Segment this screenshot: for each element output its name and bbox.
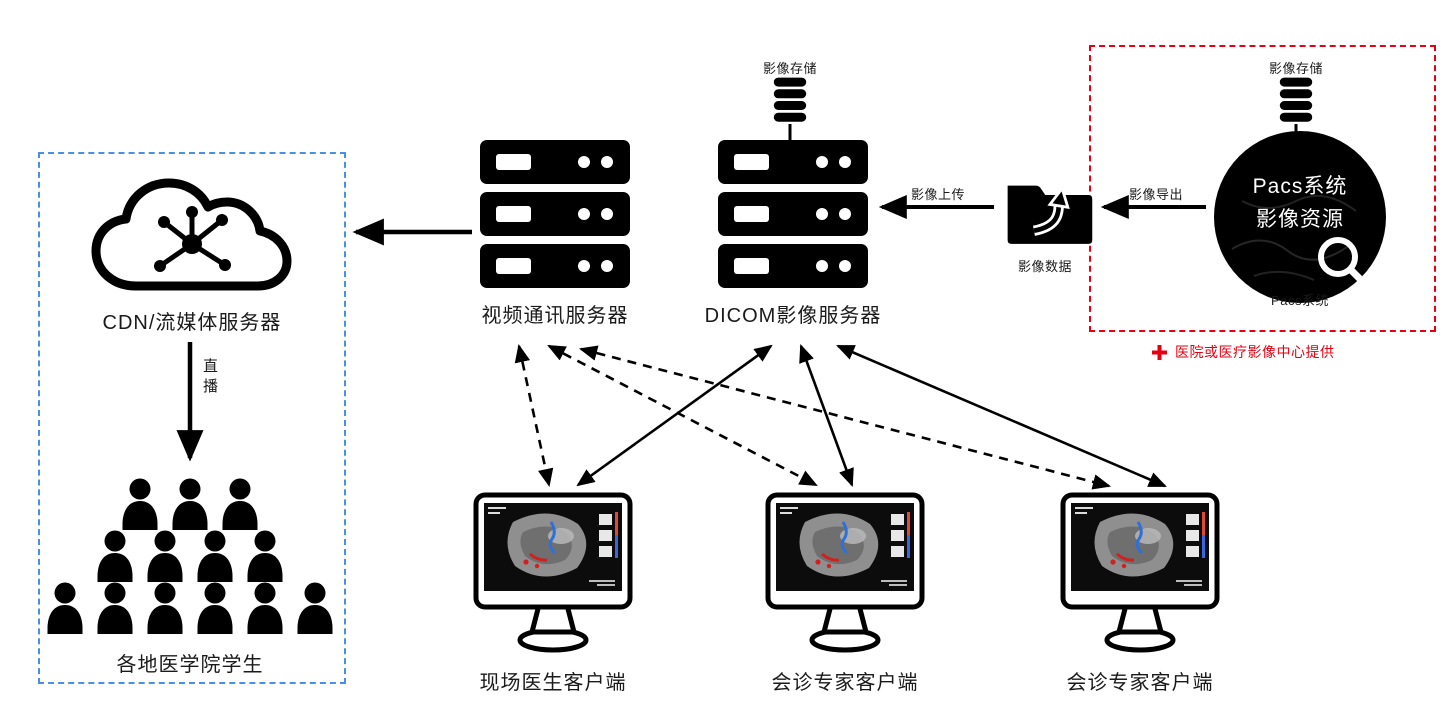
- client3-label: 会诊专家客户端: [1066, 672, 1214, 694]
- provider-note-text: 医院或医疗影像中心提供: [1175, 344, 1335, 360]
- student-icon: [143, 530, 187, 582]
- link-dicom-client2: [799, 344, 854, 487]
- pacs-caption: Pacs系统: [1271, 293, 1329, 308]
- pacs-system-node: Pacs系统 影像资源: [1214, 131, 1386, 303]
- cdn-cloud-icon: [80, 162, 305, 312]
- person-shape: [297, 582, 333, 634]
- cdn-server-label: CDN/流媒体服务器: [102, 312, 282, 334]
- person-shape: [97, 582, 133, 634]
- dicom-server-label: DICOM影像服务器: [704, 305, 882, 327]
- client3-monitor-icon: [1060, 492, 1220, 654]
- pacs-circle-title: Pacs系统: [1252, 175, 1348, 199]
- pacs-texture: [1231, 194, 1357, 281]
- dicom-storage-label: 影像存储: [762, 61, 817, 76]
- client1-monitor-icon: [473, 492, 633, 654]
- student-icon: [118, 478, 162, 530]
- person-shape: [97, 530, 133, 582]
- pacs-storage-label: 影像存储: [1268, 61, 1323, 76]
- student-icon: [93, 530, 137, 582]
- plus-icon: [1152, 344, 1167, 360]
- pacs-storage-icon: [1278, 77, 1314, 125]
- dicom-storage-icon: [772, 77, 808, 125]
- link-video-client2: [547, 344, 818, 487]
- monitor-shape: [473, 492, 633, 653]
- link-dicom-client3: [836, 344, 1167, 488]
- image-data-folder-icon: [1002, 174, 1096, 248]
- pacs-provider-box: [1089, 45, 1436, 332]
- link-video-client1: [514, 343, 554, 488]
- database-icon-shape: [773, 77, 807, 122]
- student-icon: [168, 478, 212, 530]
- student-icon: [243, 582, 287, 634]
- database-icon-shape: [1279, 77, 1313, 122]
- monitor-shape: [765, 492, 925, 653]
- person-shape: [47, 582, 83, 634]
- video-server-label: 视频通讯服务器: [481, 305, 629, 327]
- student-icon: [293, 582, 337, 634]
- dicom-server-icon: [718, 140, 868, 288]
- export-flow-label: 影像导出: [1128, 187, 1183, 202]
- students-row-1: [118, 478, 262, 530]
- student-icon: [143, 582, 187, 634]
- student-icon: [218, 478, 262, 530]
- magnifier-icon: [1318, 237, 1372, 291]
- student-icon: [93, 582, 137, 634]
- provider-note: 医院或医疗影像中心提供: [1152, 342, 1335, 362]
- person-shape: [197, 582, 233, 634]
- student-icon: [43, 582, 87, 634]
- pacs-circle-subtitle: 影像资源: [1256, 208, 1344, 231]
- person-shape: [247, 530, 283, 582]
- person-shape: [122, 478, 158, 530]
- person-shape: [147, 582, 183, 634]
- live-flow-label: 直播: [201, 358, 218, 398]
- video-server-icon: [480, 140, 630, 288]
- person-shape: [197, 530, 233, 582]
- students-row-3: [43, 582, 337, 634]
- person-shape: [147, 530, 183, 582]
- students-label: 各地医学院学生: [116, 654, 264, 676]
- upload-flow-label: 影像上传: [910, 187, 965, 202]
- person-shape: [247, 582, 283, 634]
- student-icon: [193, 582, 237, 634]
- person-shape: [222, 478, 258, 530]
- server-rack-shape: [480, 140, 630, 288]
- students-row-2: [93, 530, 287, 582]
- monitor-shape: [1060, 492, 1220, 653]
- broadcast-box: [38, 152, 346, 684]
- person-shape: [172, 478, 208, 530]
- link-dicom-client1: [576, 344, 773, 487]
- server-rack-shape: [718, 140, 868, 288]
- client2-label: 会诊专家客户端: [771, 672, 919, 694]
- student-icon: [243, 530, 287, 582]
- client2-monitor-icon: [765, 492, 925, 654]
- client1-label: 现场医生客户端: [479, 672, 627, 694]
- student-icon: [193, 530, 237, 582]
- image-data-label: 影像数据: [1017, 259, 1072, 274]
